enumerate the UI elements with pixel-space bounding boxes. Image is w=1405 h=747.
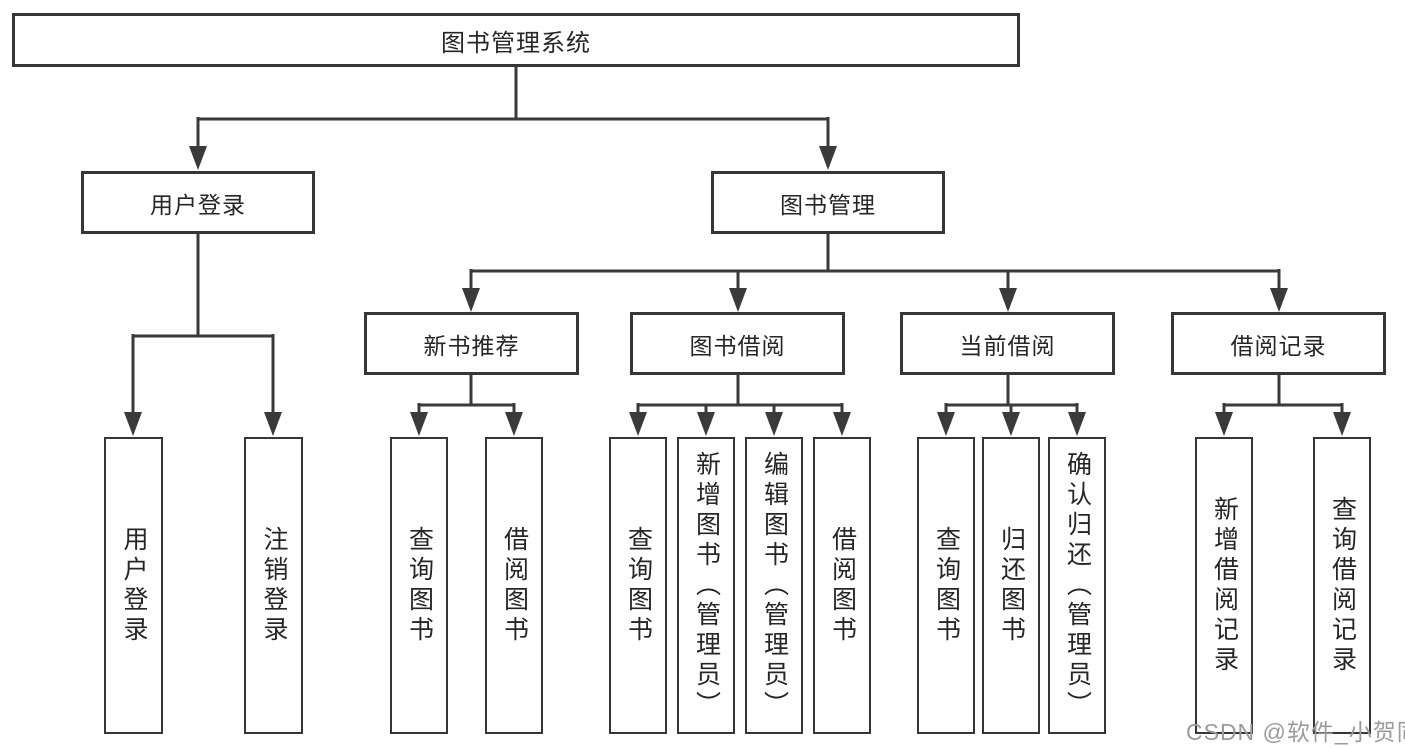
arrowhead (819, 146, 837, 170)
arrowhead (999, 288, 1017, 312)
arrowhead (505, 412, 523, 436)
node-new-book-recommend: 新书推荐 (364, 312, 579, 375)
connector-line (944, 374, 1079, 418)
connector-line (1222, 374, 1344, 418)
connector-new-book-branch (417, 374, 516, 418)
node-user-login: 用户登录 (81, 171, 315, 234)
connector-root-to-level2 (196, 66, 830, 150)
connector-user-login-branch (131, 233, 275, 418)
leaf-edit-books-admin: 编辑图书（管理员） (745, 437, 803, 734)
leaf-query-books-current: 查询图书 (917, 437, 975, 734)
node-book-management: 图书管理 (711, 171, 945, 234)
arrowhead (1068, 412, 1086, 436)
connector-line (469, 233, 1281, 294)
arrowhead (1270, 288, 1288, 312)
leaf-add-books-admin: 新增图书（管理员） (677, 437, 735, 734)
arrowhead (1215, 412, 1233, 436)
arrowhead (1002, 412, 1020, 436)
leaf-borrow-books: 借阅图书 (813, 437, 871, 734)
arrowhead (765, 412, 783, 436)
leaf-query-books-newbook: 查询图书 (390, 437, 448, 734)
arrowhead (189, 146, 207, 170)
node-book-borrowing: 图书借阅 (630, 312, 845, 375)
node-current-borrowing: 当前借阅 (900, 312, 1115, 375)
arrowhead (729, 288, 747, 312)
leaf-query-books-borrowing: 查询图书 (609, 437, 667, 734)
leaf-query-borrow-record: 查询借阅记录 (1313, 437, 1371, 734)
connector-line (417, 374, 516, 418)
leaf-confirm-return-admin: 确认归还（管理员） (1048, 437, 1106, 734)
connector-line (131, 233, 275, 418)
connector-book-borrowing-branch (636, 374, 844, 418)
node-root-library-system: 图书管理系统 (12, 13, 1020, 67)
connector-book-management-branch (469, 233, 1281, 294)
leaf-return-books: 归还图书 (982, 437, 1040, 734)
arrowhead (629, 412, 647, 436)
leaf-logout: 注销登录 (244, 437, 303, 734)
leaf-user-login: 用户登录 (104, 437, 163, 734)
arrowhead (937, 412, 955, 436)
arrowhead (264, 412, 282, 436)
connector-line (196, 66, 830, 150)
arrowhead (410, 412, 428, 436)
connector-records-branch (1222, 374, 1344, 418)
connector-line (636, 374, 844, 418)
arrowhead (1333, 412, 1351, 436)
arrowhead (697, 412, 715, 436)
csdn-watermark: CSDN @软件_小贺同学 (1186, 719, 1405, 745)
leaf-borrow-books-newbook: 借阅图书 (485, 437, 543, 734)
arrowhead (462, 288, 480, 312)
arrowhead (124, 412, 142, 436)
node-borrowing-records: 借阅记录 (1171, 312, 1386, 375)
arrowhead (833, 412, 851, 436)
leaf-add-borrow-record: 新增借阅记录 (1195, 437, 1253, 734)
connector-current-borrowing-branch (944, 374, 1079, 418)
